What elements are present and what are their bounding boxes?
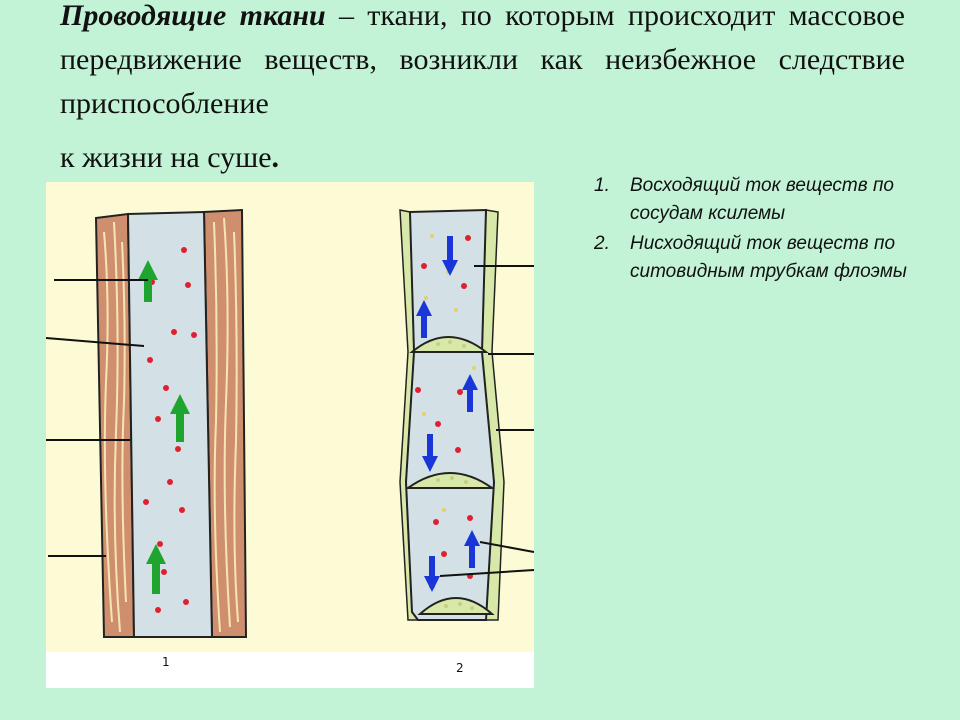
slide-title: Проводящие ткани – ткани, по которым про… — [60, 0, 905, 180]
figure-label-2: 2 — [456, 661, 464, 675]
xylem-particles — [143, 247, 197, 613]
phloem-particles — [415, 235, 473, 589]
phloem-pointer-lines — [439, 265, 534, 577]
sieve-plate — [404, 336, 496, 615]
figure-label-1: 1 — [162, 655, 170, 669]
title-end-dot: . — [271, 141, 280, 174]
sieve-plate-pores — [436, 340, 474, 610]
down-arrow-icon — [422, 236, 458, 592]
phloem-sieve-tube — [399, 208, 534, 621]
figure-caption-strip — [46, 652, 534, 688]
xylem-lumen — [126, 210, 214, 638]
title-text: – ткани, по которым происходит массовое … — [60, 0, 905, 120]
list-text: Нисходящий ток веществ по ситовидным тру… — [630, 233, 907, 282]
up-arrow-icon — [416, 300, 480, 568]
flow-list: 1. Восходящий ток веществ по сосудам кси… — [594, 172, 944, 288]
conducting-tissue-figure: 1 2 — [46, 182, 534, 688]
list-text: Восходящий ток веществ по сосудам ксилем… — [630, 175, 894, 224]
xylem-vessel — [46, 208, 248, 638]
title-emphasis: Проводящие ткани — [60, 0, 326, 32]
list-item: 1. Восходящий ток веществ по сосудам кси… — [594, 172, 944, 228]
list-item: 2. Нисходящий ток веществ по ситовидным … — [594, 230, 944, 286]
xylem-pointer-lines — [46, 279, 148, 557]
list-number: 2. — [594, 233, 610, 254]
list-number: 1. — [594, 175, 610, 196]
wood-grain — [103, 217, 239, 633]
title-last-line: к жизни на суше — [60, 141, 272, 174]
